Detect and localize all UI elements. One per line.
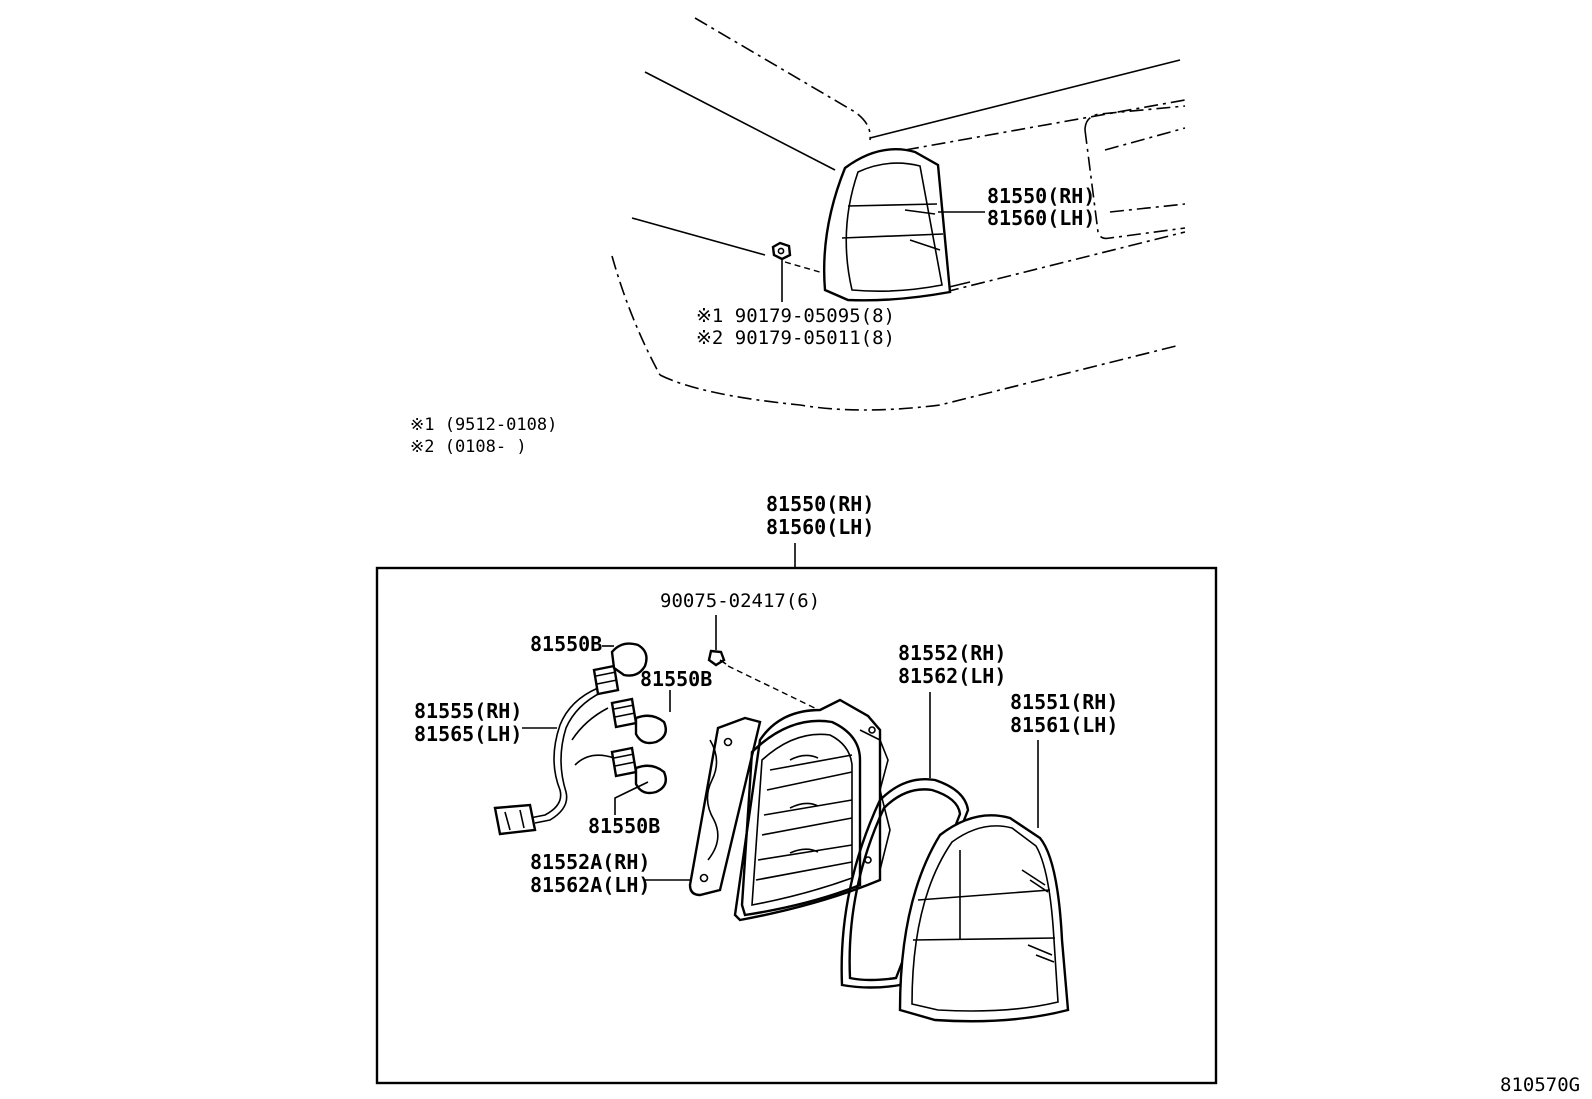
gasket-label-lh: 81562(LH) — [898, 664, 1006, 688]
bulb-label-bottom: 81550B — [588, 814, 660, 838]
bulb-top-icon — [610, 642, 648, 677]
figure-code: 810570G — [1500, 1074, 1580, 1096]
nut-icon — [771, 241, 792, 302]
assembly-frame — [375, 566, 1218, 1085]
lens-label-rh: 81551(RH) — [1010, 690, 1118, 714]
leader-line — [614, 781, 649, 815]
note-1: ※1 (9512-0108) — [410, 415, 557, 435]
nut-label-1: ※1 90179-05095(8) — [696, 305, 895, 327]
car-lamp-label-rh: 81550(RH) — [987, 184, 1095, 208]
bulb-socket-top — [592, 664, 620, 696]
housing-label-rh: 81552A(RH) — [530, 850, 650, 874]
assembly-label-rh: 81550(RH) — [766, 492, 874, 516]
bulb-socket-mid — [610, 697, 638, 729]
lamp-lens — [898, 814, 1070, 1023]
tail-lamp-on-vehicle — [822, 148, 952, 302]
bulb-mid-icon — [634, 714, 667, 745]
screw-icon — [707, 649, 727, 667]
note-2: ※2 (0108- ) — [410, 437, 527, 457]
gasket-label-rh: 81552(RH) — [898, 641, 1006, 665]
bulb-label-top: 81550B — [530, 632, 602, 656]
housing-label-lh: 81562A(LH) — [530, 873, 650, 897]
lamp-gasket — [840, 778, 970, 989]
socket-label-rh: 81555(RH) — [414, 699, 522, 723]
assembly-label-lh: 81560(LH) — [766, 515, 874, 539]
socket-wiring-harness — [493, 687, 615, 836]
socket-label-lh: 81565(LH) — [414, 722, 522, 746]
car-lamp-label-lh: 81560(LH) — [987, 206, 1095, 230]
vehicle-rear-outline — [611, 17, 1186, 411]
nut-label-2: ※2 90179-05011(8) — [696, 327, 895, 349]
lens-label-lh: 81561(LH) — [1010, 713, 1118, 737]
lamp-housing — [688, 698, 891, 922]
bulb-bottom-icon — [634, 764, 667, 795]
bulb-socket-bottom — [610, 746, 638, 778]
screw-label: 90075-02417(6) — [660, 590, 820, 612]
bulb-label-mid: 81550B — [640, 667, 712, 691]
assembly-guide-line — [727, 665, 826, 714]
